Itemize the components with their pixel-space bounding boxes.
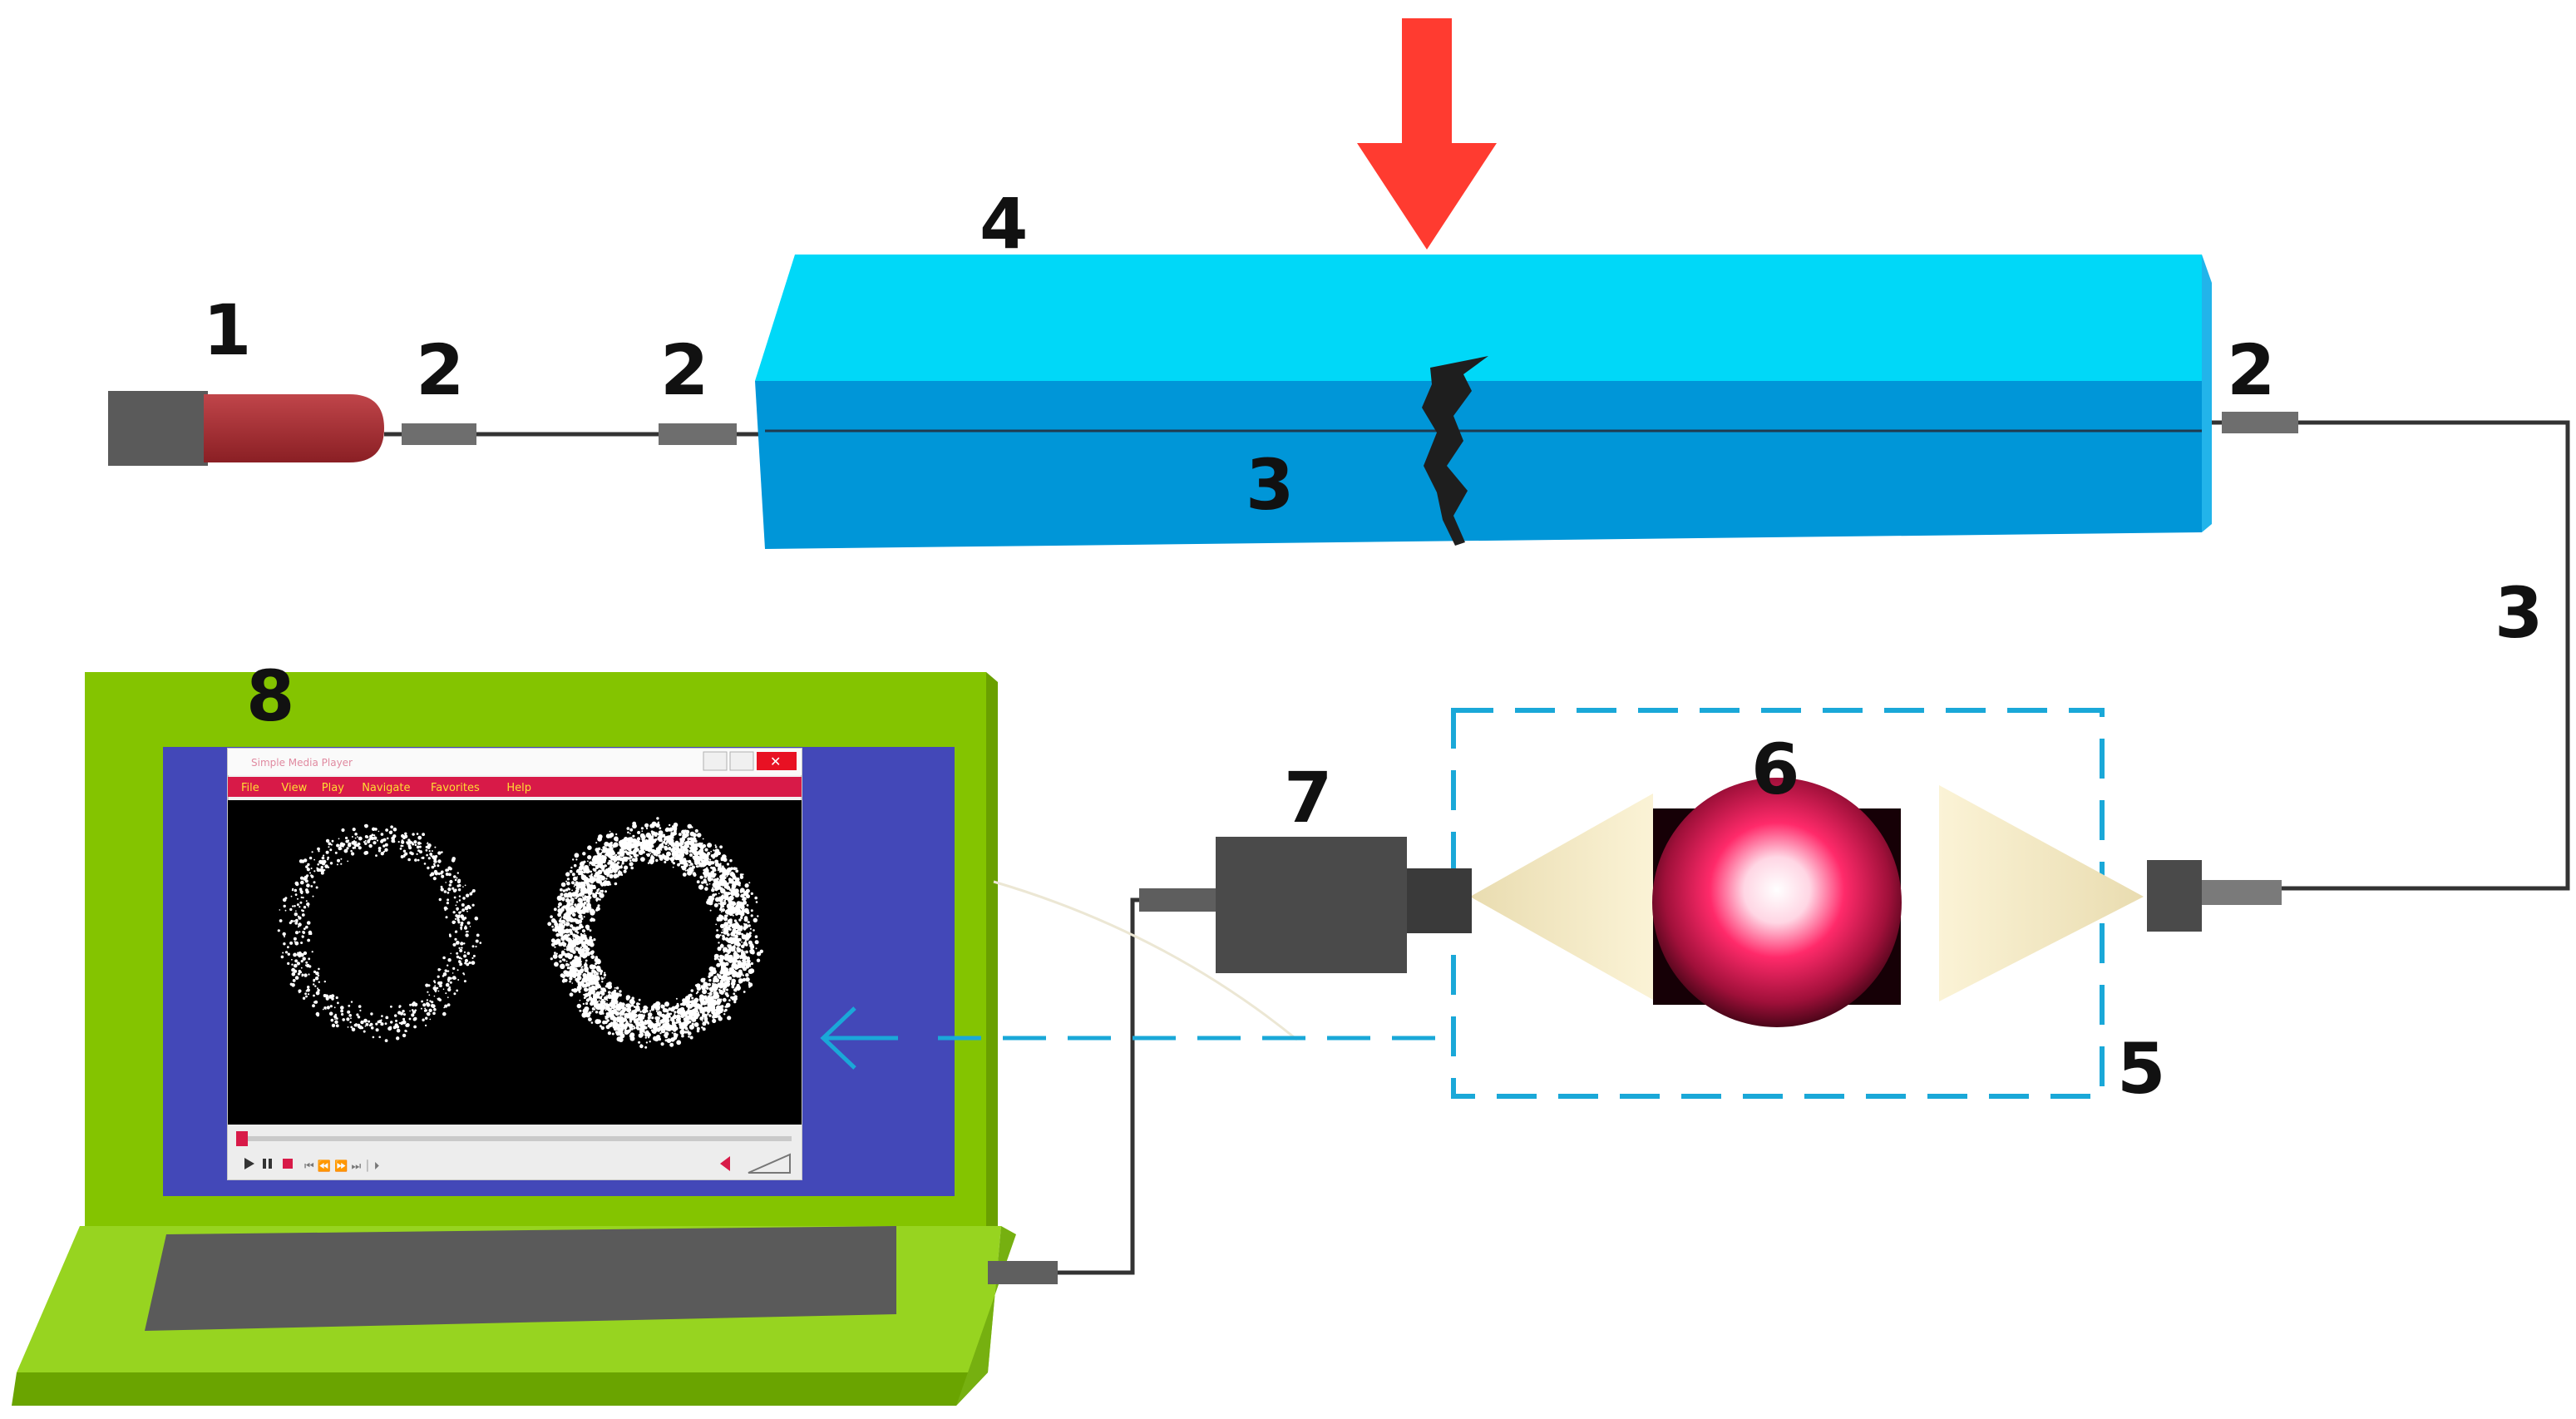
pause-icon[interactable]	[263, 1159, 266, 1169]
menu-bar: File View Play Navigate Favorites Help	[241, 782, 531, 794]
label-connector: 2	[416, 329, 464, 411]
volume-icon[interactable]	[720, 1156, 730, 1171]
menu-item-favorites[interactable]: Favorites	[431, 782, 480, 794]
fiber-connector	[659, 423, 737, 445]
lens-cone-right	[1939, 785, 2144, 1001]
laser-source	[108, 391, 384, 466]
keyboard-area	[145, 1226, 896, 1331]
video-display	[228, 800, 802, 1125]
svg-text:✕: ✕	[770, 754, 781, 769]
label-laser-source: 1	[203, 289, 251, 371]
label-sensor-box: 5	[2117, 1028, 2165, 1110]
menu-item-view[interactable]: View	[281, 782, 307, 794]
camera	[1139, 837, 1472, 973]
speckle-image	[1652, 778, 1902, 1027]
data-transfer-arrow	[820, 1006, 1435, 1070]
fiber-connector	[2222, 412, 2298, 433]
label-laptop: 8	[246, 655, 294, 737]
lens-cone-left	[1470, 794, 1653, 1000]
play-icon[interactable]	[244, 1158, 254, 1169]
concrete-beam	[755, 255, 2212, 549]
fiber-terminal	[2147, 860, 2282, 932]
menu-item-play[interactable]: Play	[322, 782, 344, 794]
label-beam: 4	[980, 183, 1028, 265]
crack	[1422, 356, 1488, 546]
menu-item-help[interactable]: Help	[506, 782, 531, 794]
stop-icon[interactable]	[283, 1159, 293, 1169]
label-connector: 2	[660, 329, 708, 411]
volume-slider[interactable]	[748, 1153, 791, 1174]
menu-item-navigate[interactable]: Navigate	[362, 782, 410, 794]
player-window-title: Simple Media Player	[251, 757, 353, 769]
fiber-connector	[402, 423, 476, 445]
load-arrow	[1357, 18, 1497, 250]
progress-thumb[interactable]	[236, 1131, 248, 1146]
progress-track[interactable]	[238, 1136, 792, 1141]
speckle-rings	[277, 817, 763, 1049]
media-player-window: Simple Media Player ✕ File View Play Naviga…	[227, 748, 802, 1180]
label-connector: 2	[2227, 329, 2275, 411]
label-fiber: 3	[2495, 572, 2543, 654]
label-fiber: 3	[1246, 444, 1294, 526]
skip-controls[interactable]: ⏮ ⏪ ⏩ ⏭ ⏐ ⏵	[304, 1159, 380, 1173]
label-speckle: 6	[1751, 729, 1799, 810]
menu-item-file[interactable]: File	[241, 782, 259, 794]
close-button[interactable]	[757, 752, 797, 770]
label-camera: 7	[1284, 757, 1332, 838]
